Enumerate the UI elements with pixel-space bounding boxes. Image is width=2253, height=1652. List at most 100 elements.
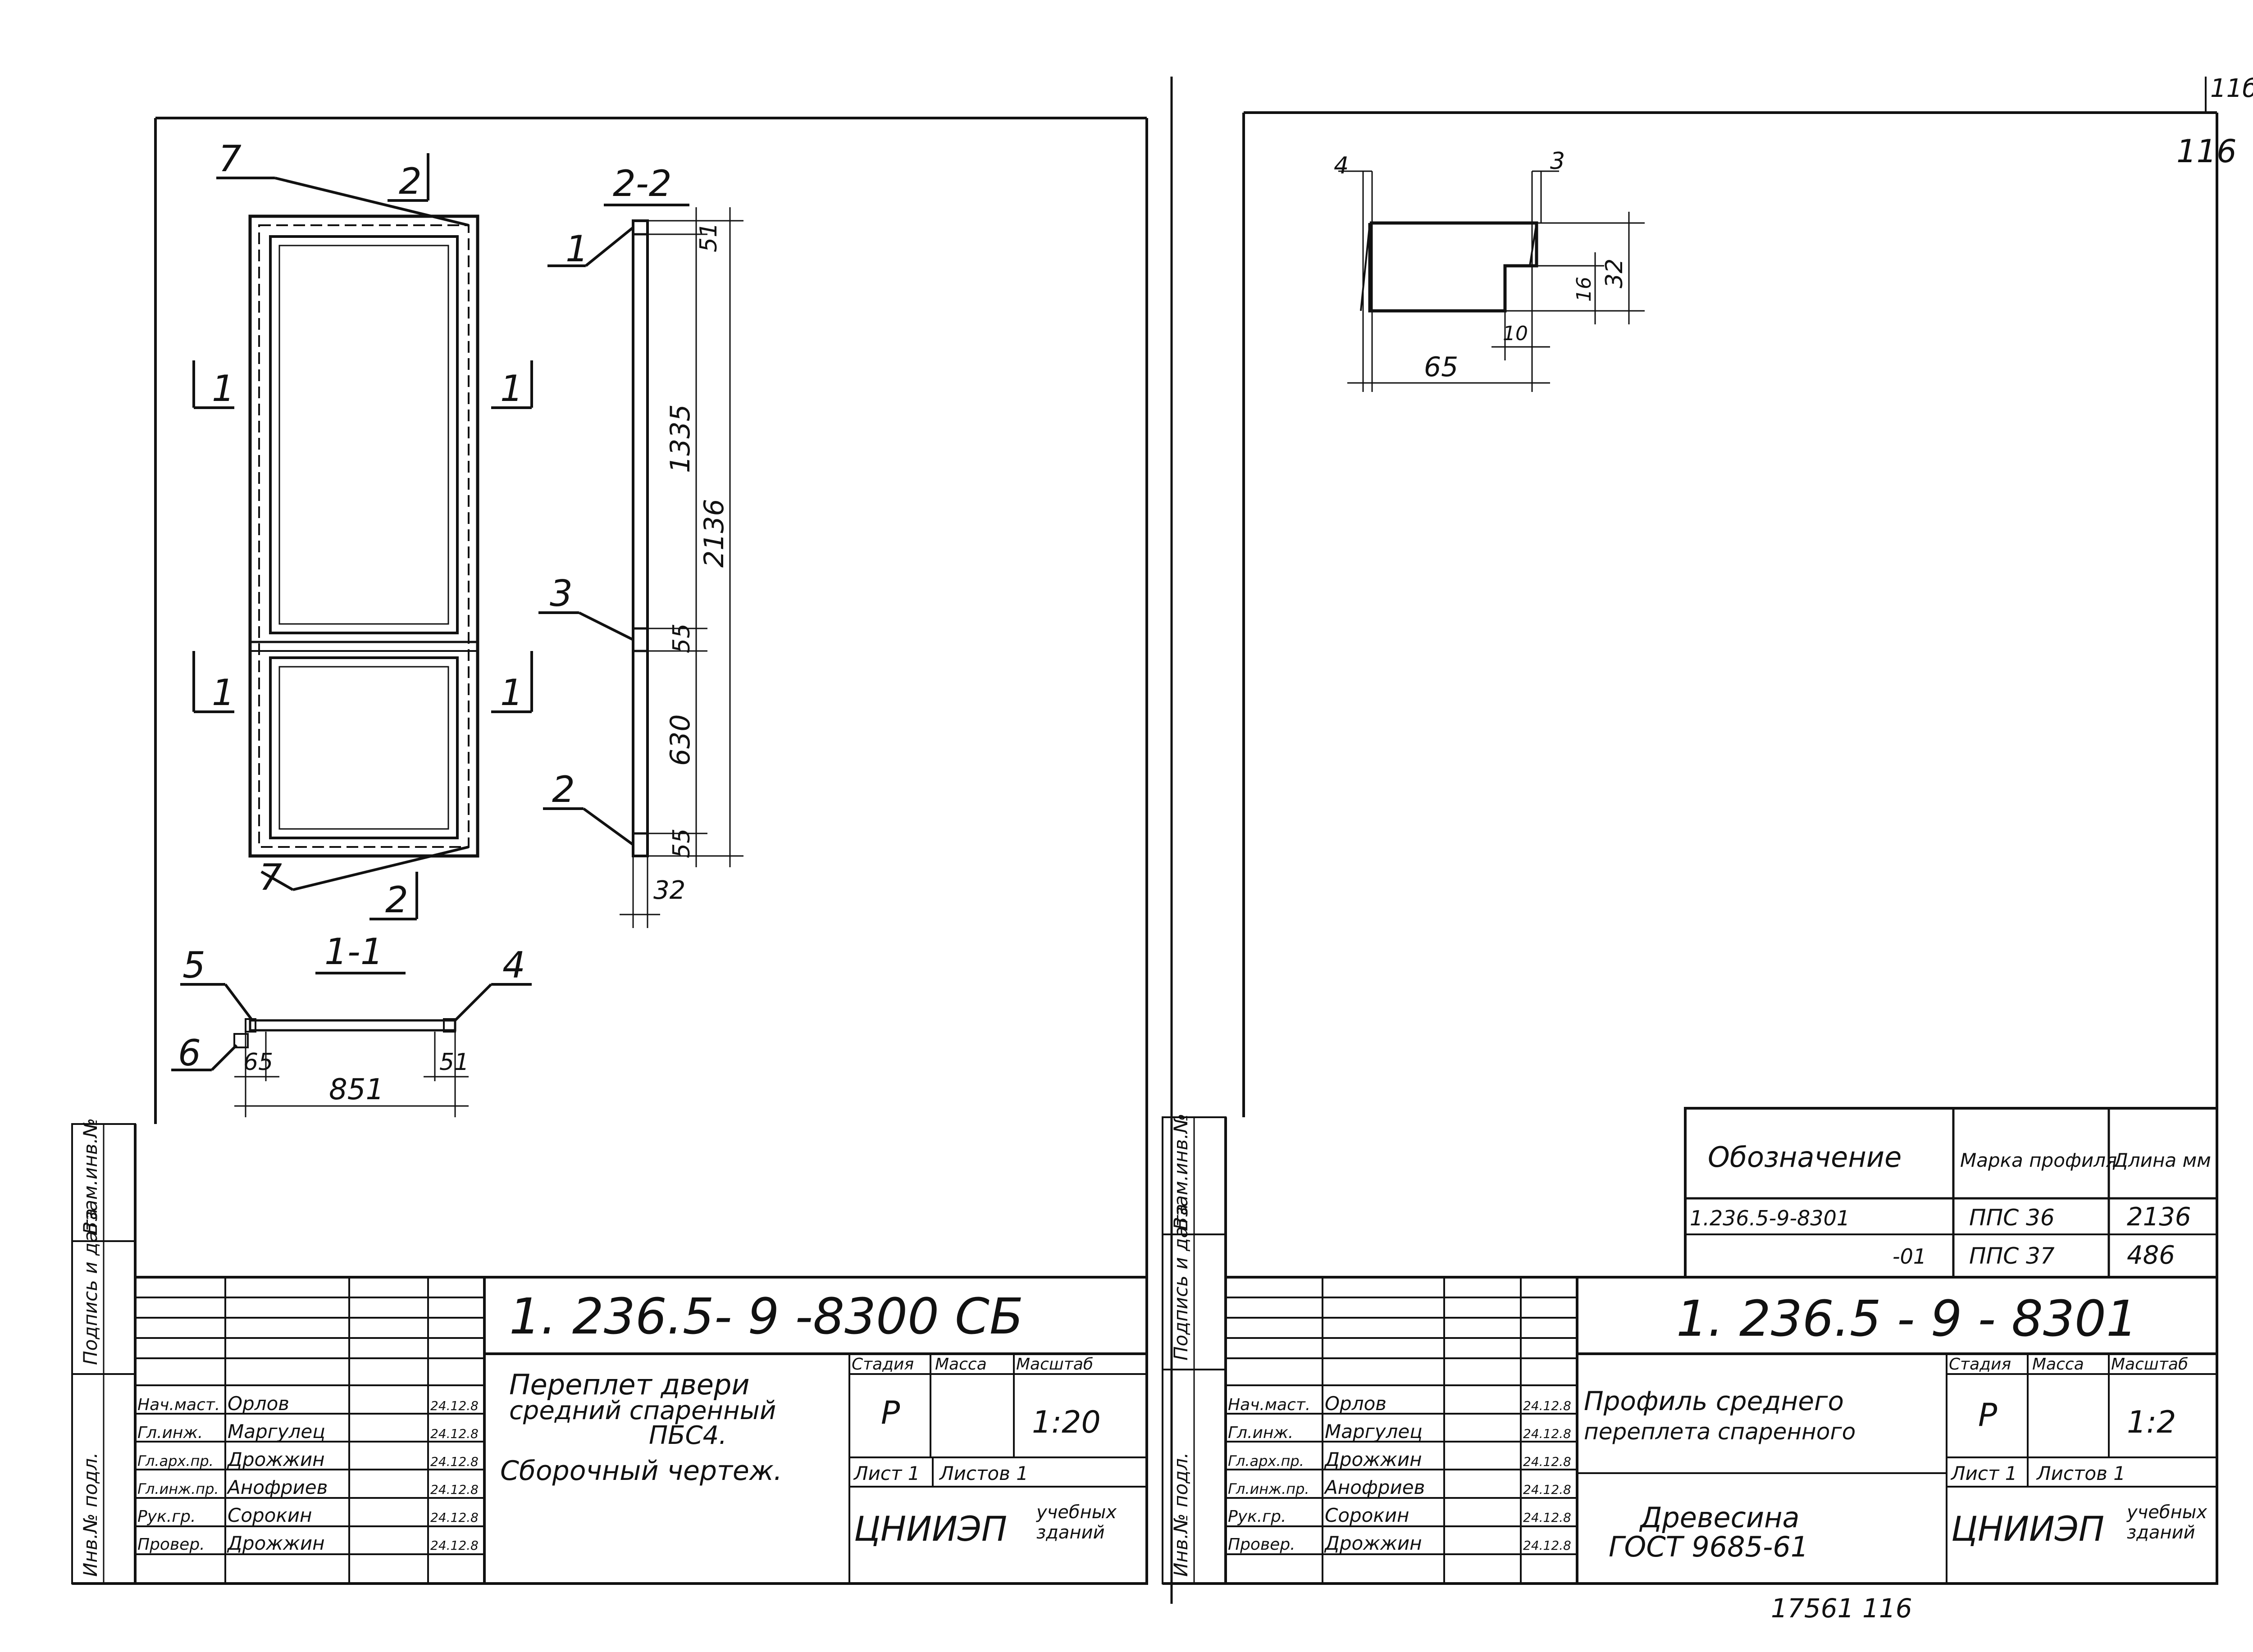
left-name-line4: Сборочный чертеж.: [500, 1455, 782, 1487]
left-col-scale: Масштаб: [1016, 1355, 1093, 1374]
left-name-line1: Переплет двери: [509, 1368, 750, 1401]
left-sheet-no: Лист 1: [853, 1462, 920, 1484]
right-staff-date-3: 24.12.8: [1523, 1482, 1571, 1497]
right-name-line2: переплета спаренного: [1584, 1419, 1856, 1445]
right-title-block: [1224, 1276, 2218, 1585]
dim-32: 32: [653, 876, 685, 905]
right-col-mass: Масса: [2032, 1355, 2084, 1374]
right-staff-role-2: Гл.арх.пр.: [1228, 1452, 1304, 1470]
callout-1: 1: [566, 228, 588, 270]
left-staff-name-3: Анофриев: [226, 1476, 328, 1498]
right-org-sub2: зданий: [2127, 1522, 2195, 1543]
right-sheet-no: Лист 1: [1950, 1462, 2017, 1484]
right-staff-role-5: Провер.: [1228, 1535, 1295, 1554]
right-staff-name-5: Дрожжин: [1324, 1532, 1422, 1554]
dim-55-mid: 55: [668, 623, 695, 653]
section-2-2: [538, 204, 743, 928]
right-sheet-number: 116: [2176, 133, 2237, 170]
spec-header-length: Длина мм: [2112, 1149, 2211, 1171]
dim-55-bot: 55: [668, 828, 695, 858]
right-side-label-vzam: Взам.инв.№: [1170, 1114, 1192, 1230]
left-staff-role-2: Гл.арх.пр.: [137, 1452, 214, 1470]
right-material-1: Древесина: [1639, 1501, 1800, 1534]
right-staff-name-3: Анофриев: [1323, 1476, 1425, 1498]
right-staff-date-2: 24.12.8: [1523, 1454, 1571, 1469]
dim-630: 630: [665, 714, 696, 766]
profile-dim-3: 3: [1550, 148, 1565, 175]
left-staff-role-0: Нач.маст.: [137, 1396, 220, 1414]
left-col-stage: Стадия: [852, 1355, 914, 1374]
left-name-line2: средний спаренный: [509, 1396, 776, 1425]
right-staff-role-3: Гл.инж.пр.: [1228, 1480, 1309, 1497]
right-material-2: ГОСТ 9685-61: [1609, 1530, 1808, 1563]
profile-drawing: [1338, 170, 1645, 392]
spec-header-mark: Марка профиля: [1960, 1149, 2117, 1171]
left-side-label-inv: Инв.№ подл.: [79, 1452, 101, 1577]
left-staff-name-2: Дрожжин: [227, 1448, 325, 1470]
callout-4: 4: [502, 944, 525, 986]
left-staff-date-0: 24.12.8: [430, 1398, 479, 1413]
spec-row1-length: 486: [2127, 1241, 2175, 1270]
profile-dim-4: 4: [1334, 152, 1349, 179]
left-staff-date-3: 24.12.8: [430, 1482, 479, 1497]
cut-1-left-upper: 1: [212, 368, 235, 410]
left-sheets-total: Листов 1: [939, 1462, 1028, 1484]
dim-1335: 1335: [665, 404, 696, 473]
dim-2136: 2136: [698, 499, 730, 568]
section-1-1-label: 1-1: [324, 931, 383, 973]
left-side-label-sign: Подпись и дата: [79, 1208, 101, 1365]
right-stage-value: Р: [1978, 1397, 1998, 1434]
left-col-mass: Масса: [935, 1355, 987, 1374]
corner-number-top: 11б: [2210, 74, 2253, 103]
left-name-line3: ПБС4.: [649, 1421, 727, 1450]
callout-5: 5: [182, 944, 205, 986]
right-staff-name-1: Маргулец: [1325, 1420, 1423, 1443]
left-staff-name-1: Маргулец: [228, 1420, 325, 1443]
profile-dim-16: 16: [1573, 277, 1596, 302]
spec-row1-designation: -01: [1893, 1244, 1926, 1269]
right-staff-date-5: 24.12.8: [1523, 1538, 1571, 1553]
left-staff-name-0: Орлов: [228, 1393, 289, 1415]
left-stage-value: Р: [881, 1394, 900, 1431]
dim-851: 851: [329, 1073, 384, 1106]
left-staff-role-3: Гл.инж.пр.: [137, 1480, 219, 1497]
left-staff-date-2: 24.12.8: [430, 1454, 479, 1469]
right-doc-code: 1. 236.5 - 9 - 8301: [1676, 1290, 2138, 1347]
left-scale-value: 1:20: [1032, 1405, 1101, 1440]
callout-7-bottom: 7: [259, 856, 282, 898]
cut-1-right-upper: 1: [500, 368, 523, 410]
cut-2-bottom: 2: [385, 879, 408, 921]
right-staff-name-0: Орлов: [1325, 1393, 1386, 1415]
left-doc-code: 1. 236.5- 9 -8300 СБ: [509, 1288, 1023, 1345]
right-sheet: [1162, 77, 2218, 1585]
spec-row1-mark: ППС 37: [1969, 1243, 2055, 1269]
left-staff-date-4: 24.12.8: [430, 1510, 479, 1525]
right-side-label-sign: Подпись и дата: [1170, 1204, 1192, 1361]
cut-1-right-lower: 1: [500, 672, 523, 714]
spec-row0-designation: 1.236.5-9-8301: [1690, 1206, 1850, 1230]
section-1-1: [171, 972, 532, 1117]
right-staff-name-2: Дрожжин: [1324, 1448, 1422, 1470]
left-staff-date-1: 24.12.8: [430, 1426, 479, 1441]
right-sheets-total: Листов 1: [2036, 1462, 2125, 1484]
profile-dim-65: 65: [1424, 351, 1458, 383]
left-staff-name-5: Дрожжин: [227, 1532, 325, 1554]
profile-dim-10: 10: [1503, 322, 1528, 345]
left-org-sub1: учебных: [1036, 1502, 1117, 1523]
right-col-stage: Стадия: [1949, 1355, 2011, 1374]
right-side-label-inv: Инв.№ подл.: [1170, 1452, 1192, 1577]
left-staff-list: Нач.маст. Орлов 24.12.8 Гл.инж. Маргулец…: [137, 1393, 479, 1554]
callout-6: 6: [178, 1032, 201, 1074]
spec-header-designation: Обозначение: [1708, 1141, 1902, 1174]
spec-row0-mark: ППС 36: [1969, 1205, 2055, 1231]
section-cut-marks: [192, 153, 533, 920]
left-staff-role-5: Провер.: [137, 1535, 205, 1554]
left-staff-role-1: Гл.инж.: [137, 1424, 203, 1442]
right-staff-name-4: Сорокин: [1325, 1504, 1409, 1526]
right-staff-role-4: Рук.гр.: [1228, 1507, 1286, 1526]
callout-2: 2: [552, 769, 575, 810]
callout-7-top: 7: [219, 138, 242, 180]
profile-dim-32: 32: [1601, 259, 1628, 288]
right-scale-value: 1:2: [2127, 1405, 2176, 1440]
